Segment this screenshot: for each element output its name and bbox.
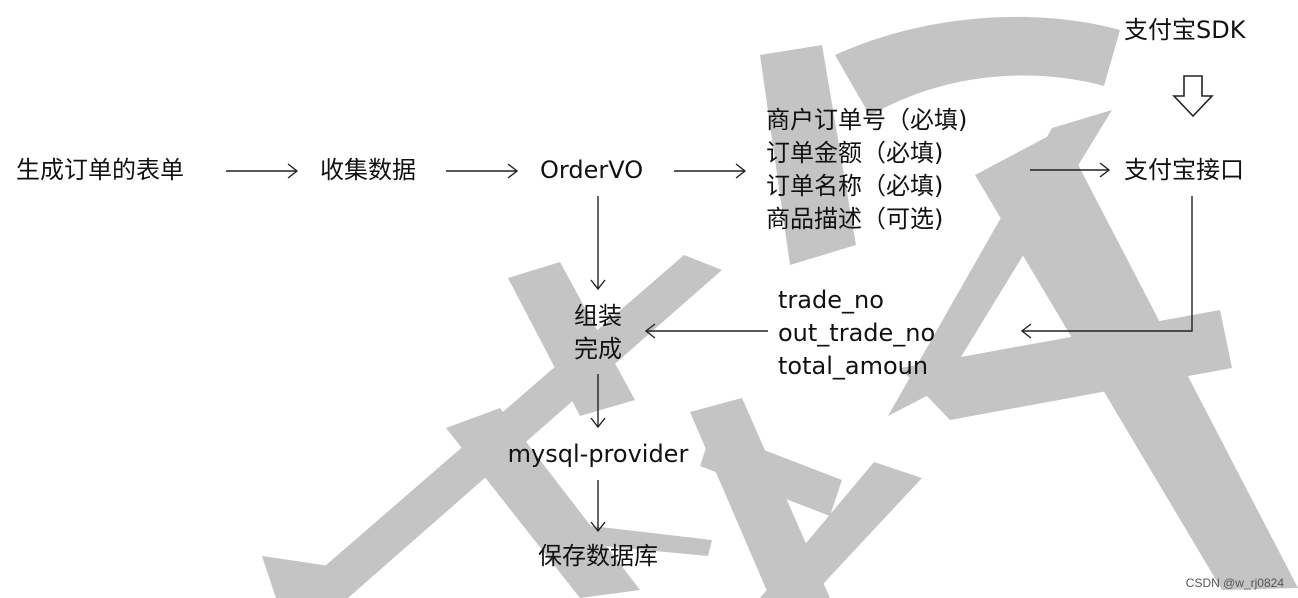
assemble-line-2: 完成 [574, 335, 622, 363]
arrow-fields-to-alipay-api [1030, 162, 1111, 178]
watermark-text: CSDN @w_rj0824 [1185, 576, 1284, 590]
return-field-trade-no: trade_no [778, 286, 884, 314]
node-order-fields: 商户订单号（必填) 订单金额（必填) 订单名称（必填) 商品描述（可选) [766, 104, 967, 236]
order-field-merchant-no: 商户订单号（必填) [766, 106, 968, 134]
order-field-amount: 订单金额（必填) [766, 139, 944, 167]
return-field-out-trade-no: out_trade_no [778, 319, 936, 347]
arrow-provider-to-save-db [590, 480, 606, 533]
order-field-name: 订单名称（必填) [766, 172, 944, 200]
node-collect-data: 收集数据 [320, 156, 416, 184]
node-return-fields: trade_no out_trade_no total_amoun [778, 284, 935, 383]
watermark-stroke [700, 430, 842, 516]
node-assemble-complete: 组装 完成 [574, 300, 622, 366]
watermark-stroke [538, 520, 712, 556]
hollow-down-arrow-icon [1172, 75, 1214, 118]
node-mysql-provider: mysql-provider [507, 440, 689, 468]
flow-arrows [226, 75, 1214, 533]
assemble-line-1: 组装 [574, 302, 622, 330]
node-order-form: 生成订单的表单 [16, 156, 184, 184]
arrow-form-to-collect [226, 163, 299, 179]
arrow-alipay-api-to-return [1020, 196, 1193, 339]
watermark-stroke [446, 408, 640, 598]
arrow-collect-to-ordervo [446, 163, 519, 179]
node-alipay-api: 支付宝接口 [1124, 156, 1244, 184]
node-alipay-sdk: 支付宝SDK [1124, 16, 1246, 44]
watermark-stroke [835, 16, 1120, 116]
node-save-database: 保存数据库 [538, 542, 658, 570]
watermark-brush-strokes [262, 16, 1298, 598]
node-ordervo: OrderVO [540, 156, 644, 184]
arrow-ordervo-to-fields [674, 163, 747, 179]
order-field-description: 商品描述（可选) [766, 205, 944, 233]
watermark-stroke [760, 45, 856, 265]
watermark-stroke [760, 462, 922, 598]
return-field-total-amount: total_amoun [778, 352, 929, 380]
watermark-stroke [900, 310, 1232, 420]
arrow-return-to-assemble [644, 323, 768, 339]
arrow-ordervo-to-assemble [590, 196, 606, 291]
watermark-stroke [508, 262, 635, 416]
watermark-stroke [262, 556, 330, 598]
arrow-assemble-to-provider [590, 374, 606, 429]
